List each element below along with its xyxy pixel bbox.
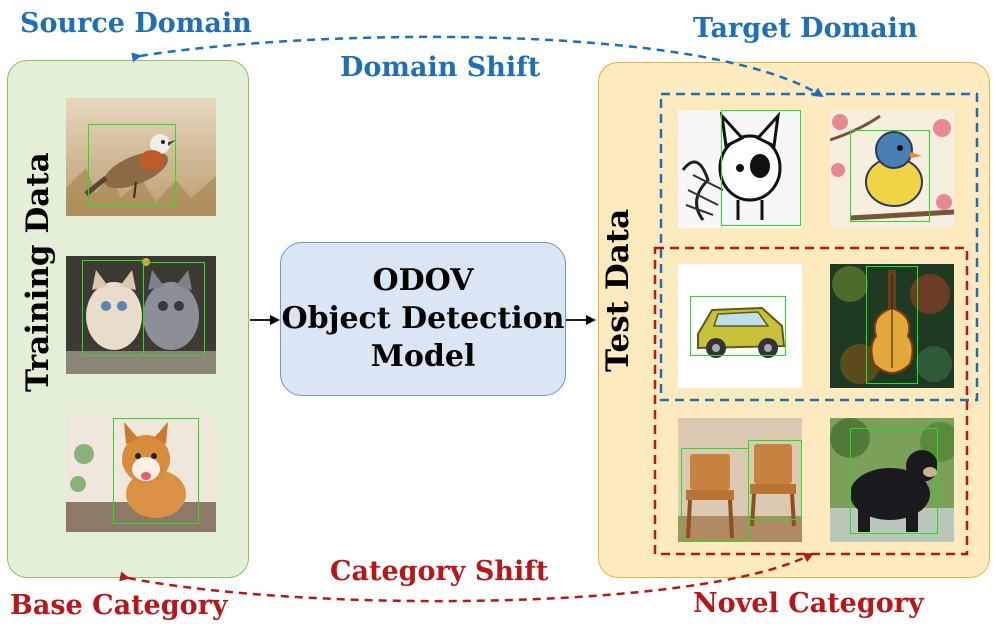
test-image-violin <box>830 264 954 388</box>
target-domain-region <box>659 92 979 402</box>
category-shift-arrow <box>119 552 814 603</box>
bounding-box <box>113 418 199 524</box>
test-image-toy-car <box>678 264 802 388</box>
training-image-kittens <box>66 256 216 374</box>
bounding-box <box>866 266 918 384</box>
test-image-chairs <box>678 418 802 542</box>
bounding-box <box>748 440 802 520</box>
test-image-bear <box>830 418 954 542</box>
bounding-box <box>690 296 786 356</box>
base-category-label: Base Category <box>10 590 228 621</box>
model-subtitle-2: Model <box>370 339 476 374</box>
bounding-box <box>88 124 176 206</box>
novel-category-label: Novel Category <box>693 588 924 619</box>
novel-category-region <box>653 246 969 556</box>
test-image-sketch-cat <box>678 110 802 228</box>
domain-shift-arrow <box>131 35 824 98</box>
bounding-box <box>850 130 930 222</box>
source-domain-label: Source Domain <box>20 8 252 39</box>
model-title: ODOV <box>372 263 474 298</box>
model-subtitle: Object Detection <box>281 301 565 336</box>
target-domain-label: Target Domain <box>693 13 918 44</box>
odov-model-box: ODOV Object Detection Model <box>280 242 566 396</box>
test-image-cartoon-bird <box>830 110 954 228</box>
bounding-box <box>850 428 938 534</box>
training-image-bird <box>66 98 216 216</box>
bounding-box <box>143 262 205 356</box>
training-image-corgi <box>66 414 216 532</box>
bounding-box <box>721 110 801 226</box>
